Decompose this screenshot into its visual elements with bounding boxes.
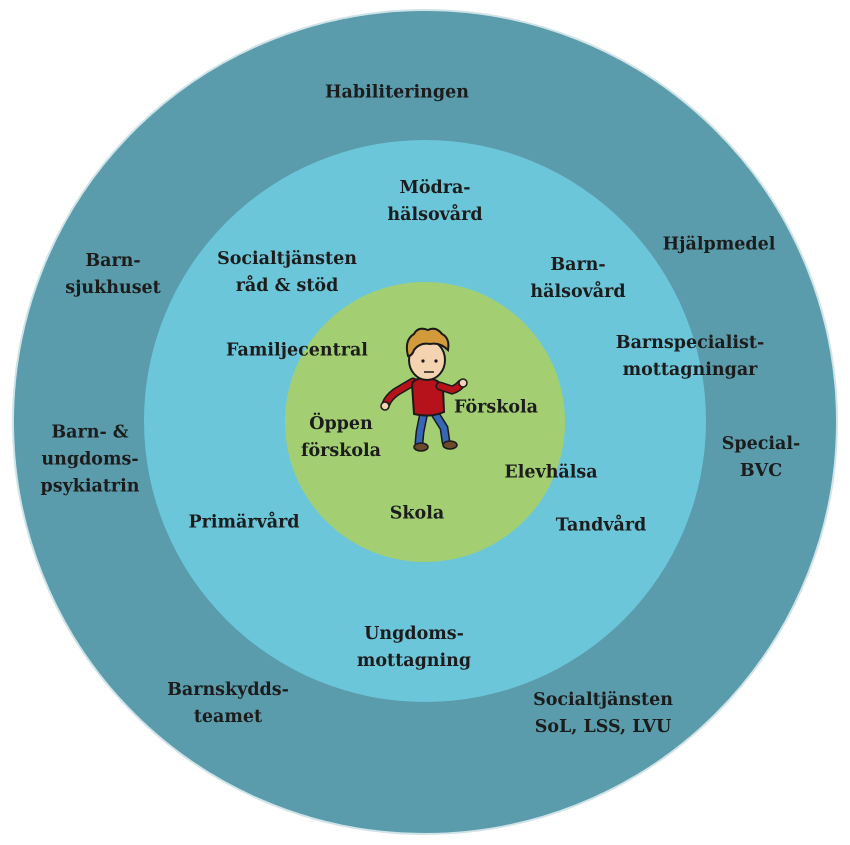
label-hjalpmedel: Hjälpmedel — [662, 234, 776, 255]
label-oppen-forskola: Öppen förskola — [300, 414, 382, 461]
label-socialtjansten-rad-stod: Socialtjänsten råd & stöd — [217, 249, 357, 296]
label-barn-ungdomspsykiatrin: Barn- & ungdoms- psykiatrin — [40, 422, 140, 497]
label-modrahalsovard: Mödra- hälsovård — [387, 178, 483, 225]
label-tandvard: Tandvård — [555, 515, 647, 536]
label-forskola: Förskola — [454, 397, 538, 418]
label-skola: Skola — [389, 503, 445, 524]
label-barnskyddsteamet: Barnskydds- teamet — [167, 680, 289, 727]
label-special-bvc: Special- BVC — [721, 434, 801, 481]
label-barnhalsovard: Barn- hälsovård — [530, 255, 626, 302]
label-barnsjukhuset: Barn- sjukhuset — [65, 251, 161, 298]
child-icon — [380, 327, 468, 452]
label-familjecentral: Familjecentral — [226, 340, 368, 361]
label-barnspecialistmottagningar: Barnspecialist- mottagningar — [615, 333, 765, 380]
label-elevhalsa: Elevhälsa — [504, 462, 598, 483]
label-socialtjansten-sol-lss-lvu: Socialtjänsten SoL, LSS, LVU — [533, 690, 673, 737]
label-ungdomsmottagning: Ungdoms- mottagning — [356, 624, 472, 671]
label-habiliteringen: Habiliteringen — [325, 82, 469, 103]
label-primarvard: Primärvård — [188, 512, 300, 533]
